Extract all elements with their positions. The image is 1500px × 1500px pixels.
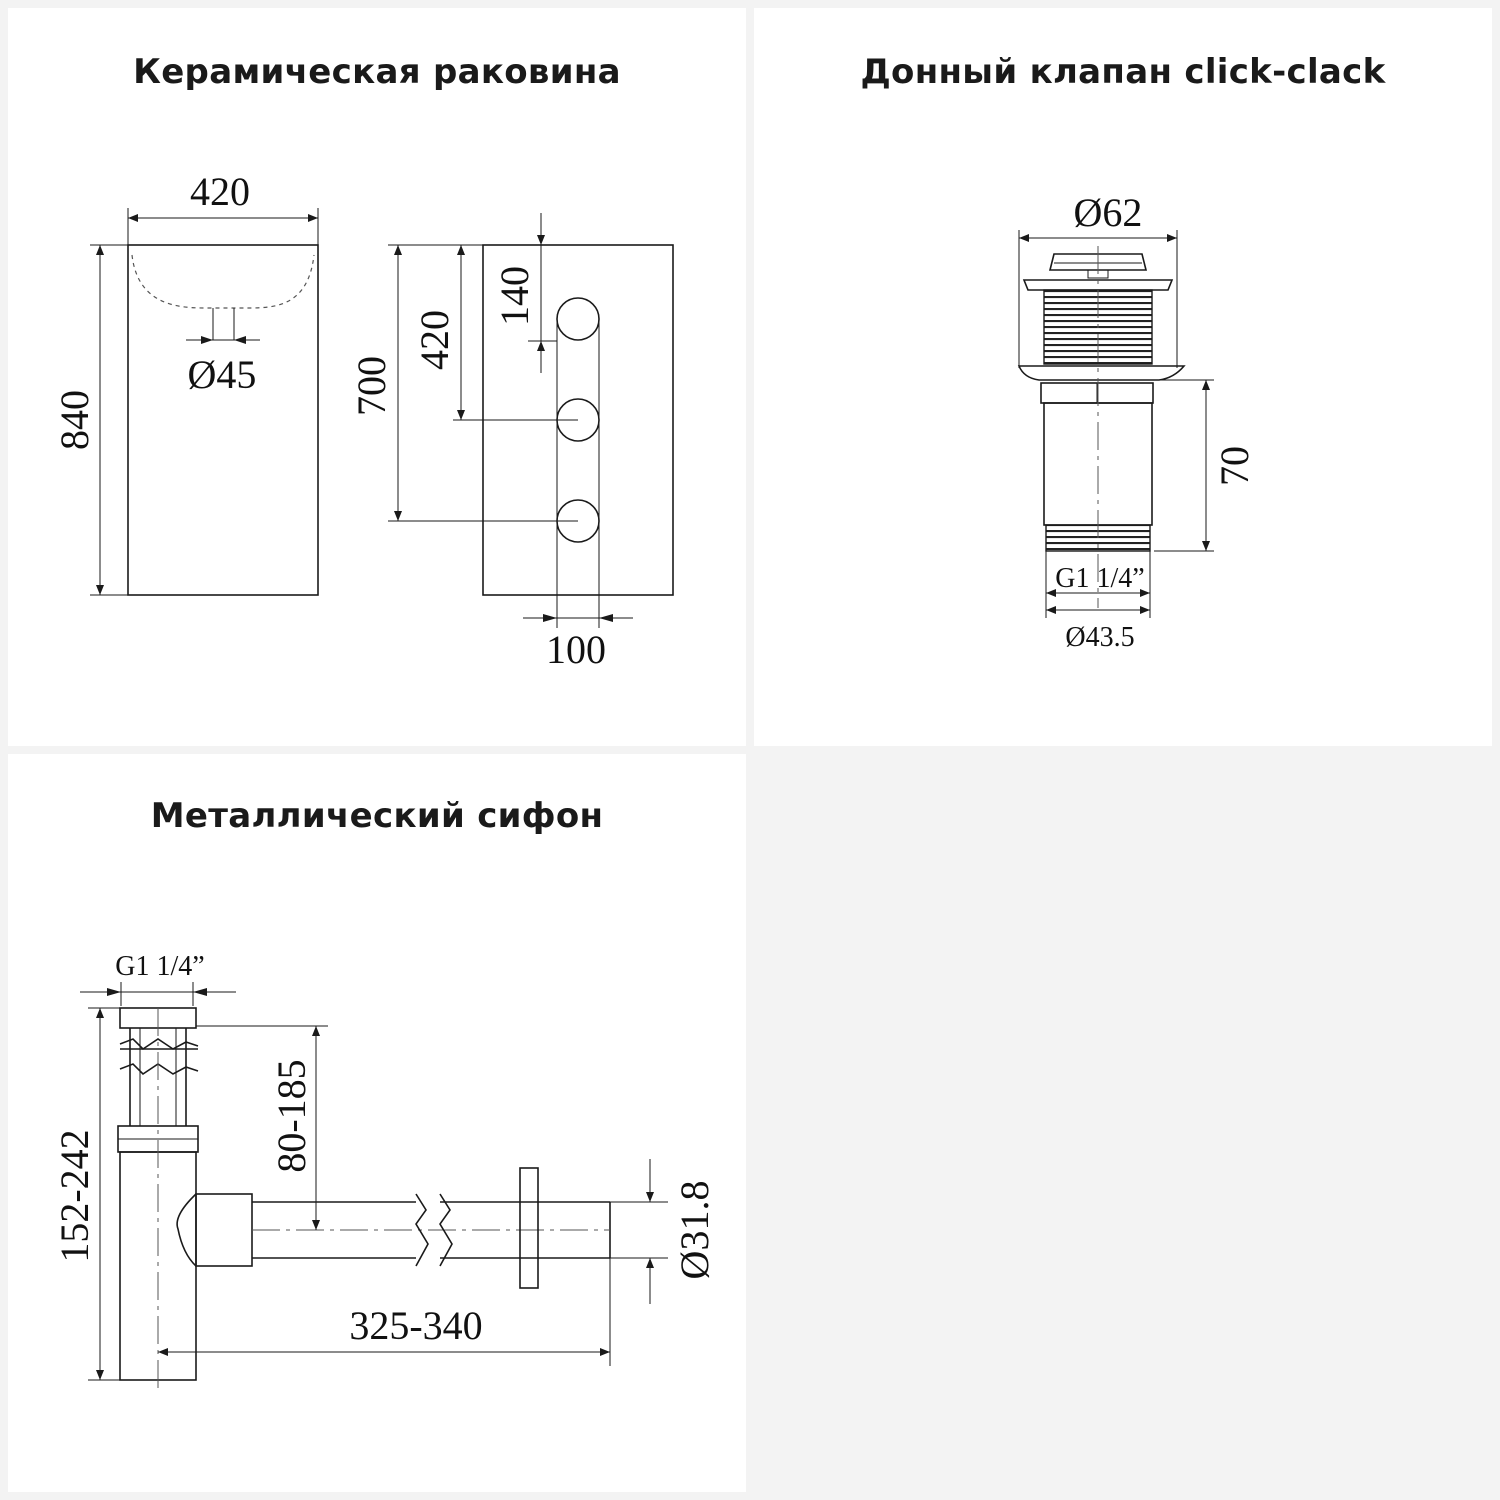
siphon-adjust-label: 80-185 (269, 1059, 314, 1172)
panel-click-clack-valve: Донный клапан click-clack (754, 8, 1492, 746)
siphon-break-zigzag-a (119, 1038, 199, 1051)
siphon-pipe-diameter-label: Ø31.8 (672, 1181, 717, 1280)
siphon-outlet-sleeve (195, 1193, 253, 1267)
valve-lower-flange (1017, 365, 1186, 381)
panel-title-sink: Керамическая раковина (133, 52, 621, 92)
sink-100-label: 100 (546, 627, 606, 672)
valve-drawing: Ø62 70 G1 1/4” Ø43.5 (1017, 190, 1257, 653)
siphon-thread-arrow-left (107, 988, 121, 996)
panel-empty (754, 754, 1492, 1492)
panel-title-valve: Донный клапан click-clack (860, 52, 1386, 92)
sink-bowl-outline (131, 254, 315, 309)
siphon-drawing: G1 1/4” 80-185 (52, 951, 717, 1389)
sink-drain-label: Ø45 (188, 352, 257, 397)
sink-100-arrow-left (543, 614, 557, 622)
panel-metal-siphon: Металлический сифон G1 1/4” (8, 754, 746, 1492)
valve-top-diameter-label: Ø62 (1074, 190, 1143, 235)
siphon-upper-pipe (129, 1028, 187, 1126)
siphon-horizontal-pipe (252, 1201, 611, 1259)
sink-140-label: 140 (492, 266, 537, 326)
valve-height-label: 70 (1212, 446, 1257, 486)
siphon-thread-label: G1 1/4” (115, 951, 204, 982)
siphon-elbow (176, 1193, 197, 1267)
siphon-length-label: 325-340 (349, 1303, 482, 1348)
panel-title-siphon: Металлический сифон (150, 796, 604, 836)
siphon-thread-arrow-right (193, 988, 207, 996)
panel-ceramic-sink: Керамическая раковина 420 Ø45 840 (8, 8, 746, 746)
siphon-pipe-break (415, 1193, 453, 1267)
valve-body (1043, 402, 1153, 526)
sink-width-label: 420 (190, 169, 250, 214)
valve-thread-label: G1 1/4” (1055, 563, 1144, 594)
siphon-wall-flange (519, 1167, 539, 1289)
valve-upper-flange (1022, 279, 1174, 291)
sink-height-label: 840 (52, 390, 97, 450)
sink-700-label: 700 (349, 356, 394, 416)
sink-drain-arrow-left (201, 336, 213, 344)
sink-drawing: 420 Ø45 840 140 420 700 (52, 169, 674, 672)
sink-drain-arrow-right (234, 336, 246, 344)
sink-420-side-label: 420 (412, 310, 457, 370)
sink-100-arrow-right (599, 614, 613, 622)
sink-hole-top (556, 297, 600, 341)
valve-cap (1048, 253, 1148, 271)
valve-bottom-diameter-label: Ø43.5 (1065, 622, 1134, 653)
siphon-total-height-label: 152-242 (52, 1129, 97, 1262)
sink-front-body (127, 244, 319, 596)
